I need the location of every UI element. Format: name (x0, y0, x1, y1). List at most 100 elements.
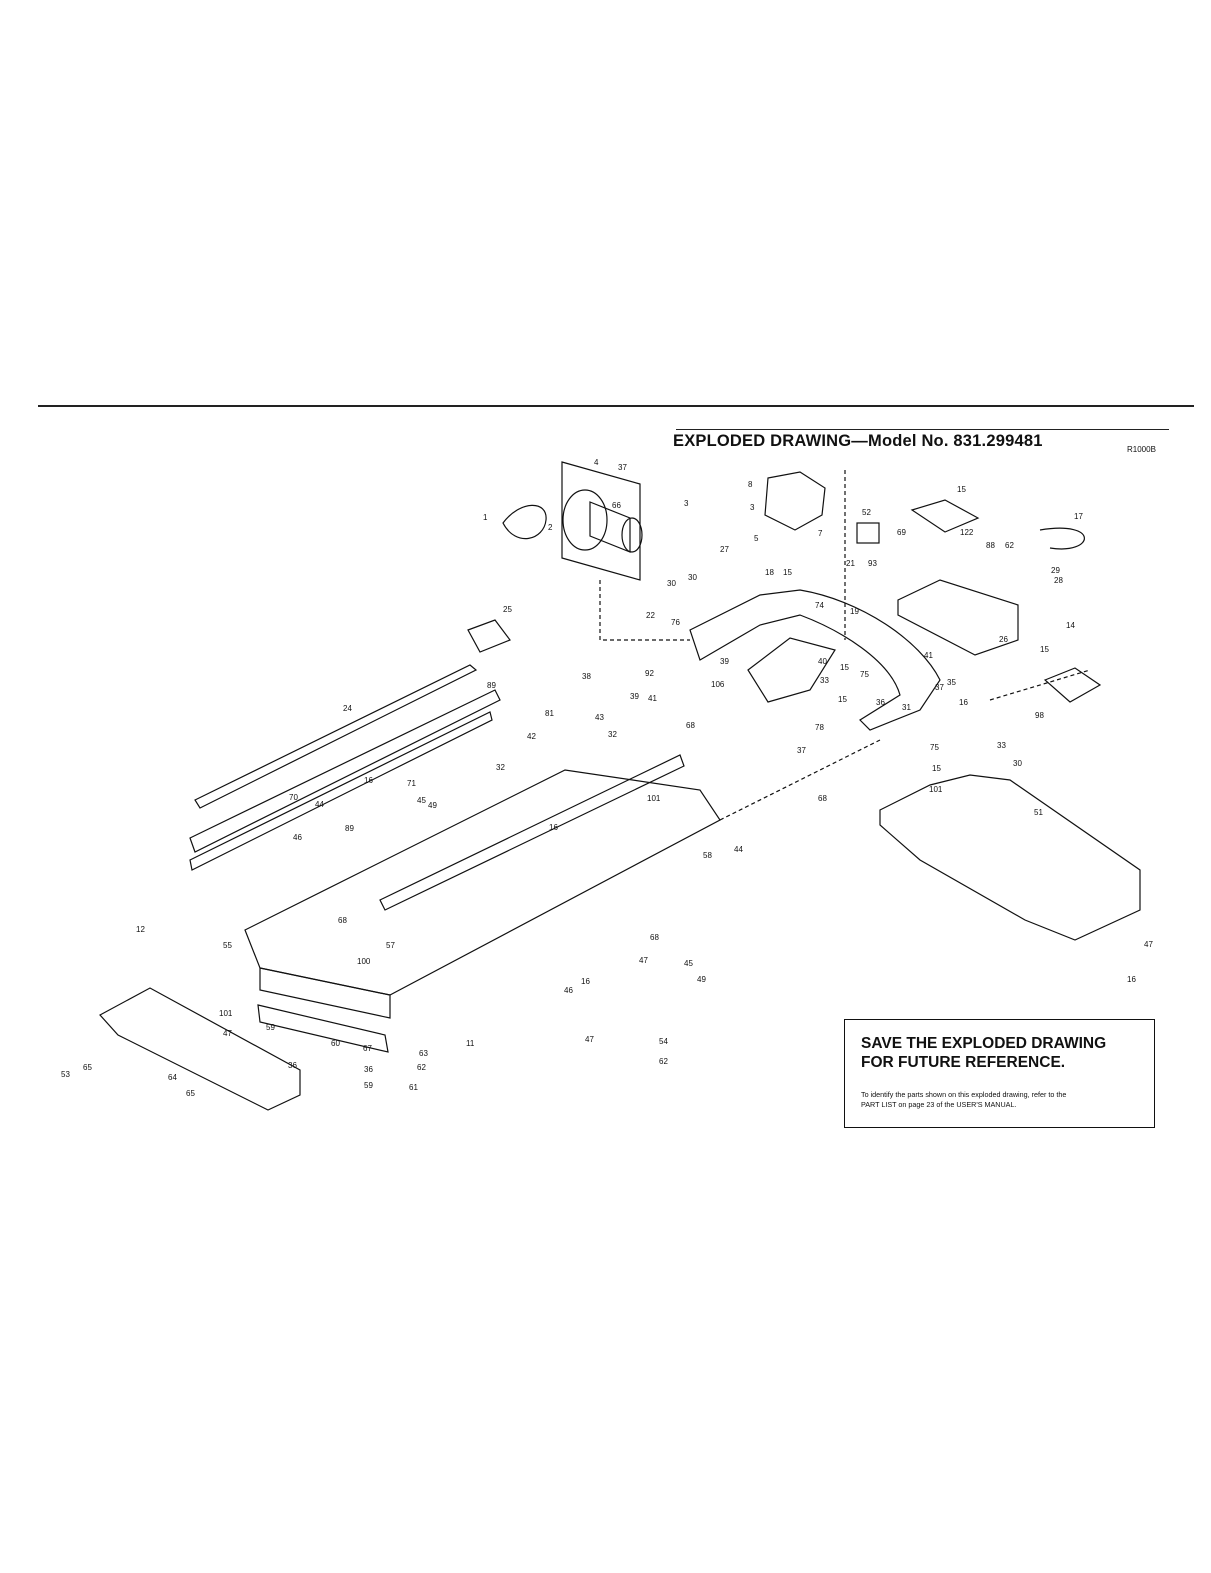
part-callout: 39 (720, 657, 729, 666)
part-callout: 101 (647, 794, 661, 803)
part-callout: 98 (1035, 711, 1044, 720)
part-callout: 60 (331, 1039, 340, 1048)
part-callout: 49 (697, 975, 706, 984)
part-callout: 37 (935, 683, 944, 692)
part-callout: 43 (595, 713, 604, 722)
drawing-title: EXPLODED DRAWING—Model No. 831.299481 (673, 432, 1043, 450)
pulley-cover (467, 619, 511, 653)
part-callout: 68 (686, 721, 695, 730)
part-callout: 26 (999, 635, 1008, 644)
part-callout: 36 (288, 1061, 297, 1070)
part-callout: 47 (1144, 940, 1153, 949)
part-callout: 71 (407, 779, 416, 788)
part-callout: 92 (645, 669, 654, 678)
part-callout: 19 (850, 607, 859, 616)
part-callout: 18 (765, 568, 774, 577)
part-callout: 4 (594, 458, 599, 467)
part-callout: 32 (496, 763, 505, 772)
incline-bracket (747, 637, 836, 703)
decal (856, 522, 880, 544)
part-callout: 16 (549, 823, 558, 832)
part-callout: 74 (815, 601, 824, 610)
part-callout: 15 (1040, 645, 1049, 654)
part-callout: 89 (345, 824, 354, 833)
motor-end (621, 517, 643, 553)
part-callout: 61 (409, 1083, 418, 1092)
part-callout: 81 (545, 709, 554, 718)
part-callout: 63 (419, 1049, 428, 1058)
part-callout: 62 (1005, 541, 1014, 550)
top-rule (38, 405, 1194, 407)
part-callout: 3 (750, 503, 755, 512)
part-callout: 45 (417, 796, 426, 805)
part-callout: 58 (703, 851, 712, 860)
part-callout: 14 (1066, 621, 1075, 630)
part-callout: 67 (363, 1044, 372, 1053)
part-callout: 36 (876, 698, 885, 707)
left-trim (194, 664, 478, 809)
part-callout: 54 (659, 1037, 668, 1046)
part-callout: 2 (548, 523, 553, 532)
save-note-line2: PART LIST on page 23 of the USER'S MANUA… (861, 1100, 1017, 1109)
part-callout: 76 (671, 618, 680, 627)
part-callout: 11 (466, 1039, 475, 1048)
part-callout: 1 (483, 513, 488, 522)
part-callout: 30 (667, 579, 676, 588)
part-callout: 15 (840, 663, 849, 672)
part-callout: 25 (503, 605, 512, 614)
part-callout: 36 (364, 1065, 373, 1074)
part-callout: 93 (868, 559, 877, 568)
part-callout: 5 (754, 534, 759, 543)
part-callout: 31 (902, 703, 911, 712)
part-callout: 30 (688, 573, 697, 582)
part-callout: 24 (343, 704, 352, 713)
part-callout: 106 (711, 680, 725, 689)
part-callout: 45 (684, 959, 693, 968)
part-callout: 59 (266, 1023, 275, 1032)
controller-board (910, 499, 980, 533)
part-callout: 57 (386, 941, 395, 950)
base (879, 774, 1141, 941)
part-callout: 65 (186, 1089, 195, 1098)
part-callout: 16 (1127, 975, 1136, 984)
part-callout: 39 (630, 692, 639, 701)
part-callout: 41 (924, 651, 933, 660)
part-callout: 88 (986, 541, 995, 550)
rear-endcap (99, 987, 301, 1111)
part-callout: 17 (1074, 512, 1083, 521)
part-callout: 21 (846, 559, 855, 568)
part-callout: 35 (947, 678, 956, 687)
part-callout: 37 (618, 463, 627, 472)
part-callout: 16 (364, 776, 373, 785)
part-callout: 8 (748, 480, 753, 489)
part-callout: 68 (338, 916, 347, 925)
part-callout: 44 (315, 800, 324, 809)
part-callout: 51 (1034, 808, 1043, 817)
hood-bracket (897, 579, 1019, 656)
part-callout: 33 (997, 741, 1006, 750)
part-callout: 15 (783, 568, 792, 577)
part-callout: 37 (797, 746, 806, 755)
frame (689, 589, 941, 731)
part-callout: 70 (289, 793, 298, 802)
part-callout: 66 (612, 501, 621, 510)
save-notice: SAVE THE EXPLODED DRAWING FOR FUTURE REF… (844, 1019, 1155, 1128)
part-callout: 27 (720, 545, 729, 554)
drive-cover (1043, 667, 1102, 703)
part-callout: 42 (527, 732, 536, 741)
part-callout: 47 (639, 956, 648, 965)
part-callout: 41 (648, 694, 657, 703)
part-callout: 47 (223, 1029, 232, 1038)
drawing-code: R1000B (1127, 445, 1156, 454)
part-callout: 75 (860, 670, 869, 679)
part-callout: 30 (1013, 759, 1022, 768)
part-callout: 122 (960, 528, 974, 537)
save-heading-line1: SAVE THE EXPLODED DRAWING (861, 1035, 1107, 1052)
left-rail (189, 689, 501, 853)
part-callout: 65 (83, 1063, 92, 1072)
part-callout: 47 (585, 1035, 594, 1044)
save-note-line1: To identify the parts shown on this expl… (861, 1090, 1067, 1099)
part-callout: 46 (564, 986, 573, 995)
part-callout: 12 (136, 925, 145, 934)
